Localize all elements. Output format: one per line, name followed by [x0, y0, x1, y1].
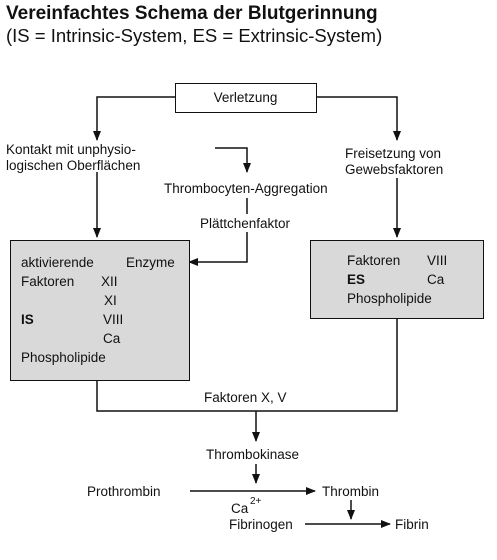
es-ca: Ca [427, 272, 445, 287]
thrombin-label: Thrombin [322, 484, 380, 499]
is-aktivierende: aktivierende [21, 255, 94, 270]
verletzung-label: Verletzung [213, 90, 278, 105]
is-ca: Ca [103, 331, 121, 346]
is-faktoren: Faktoren [21, 274, 75, 289]
plaettchenfaktor-label: Plättchenfaktor [200, 216, 291, 231]
arrow-verletzung-to-kontakt [93, 96, 175, 141]
is-factor-xii: XII [101, 274, 118, 289]
line-is-box-to-merge [96, 318, 398, 412]
fibrinogen-label: Fibrinogen [229, 517, 293, 532]
is-factor-viii: VIII [103, 312, 124, 327]
es-faktoren: Faktoren [347, 253, 401, 268]
arrow-verletzung-to-freisetzung [317, 96, 401, 141]
arrow-plaettchenfaktor-to-is-box [188, 232, 248, 266]
es-system-label: ES [347, 272, 366, 287]
is-factor-xi: XI [104, 293, 117, 308]
es-phospholipide: Phospholipide [347, 291, 432, 306]
faktoren-xv-label: Faktoren X, V [204, 390, 287, 405]
is-phospholipide: Phospholipide [21, 350, 106, 365]
fibrin-label: Fibrin [395, 517, 429, 532]
freisetzung-label-line1: Freisetzung von [345, 146, 442, 161]
es-factor-viii: VIII [427, 253, 448, 268]
calcium-label: Ca [231, 501, 249, 516]
arrow-kontakt-to-thrombocyten [215, 147, 251, 173]
thrombocyten-label: Thrombocyten-Aggregation [164, 181, 328, 196]
is-system-label: IS [21, 312, 34, 327]
is-box: aktivierende Enzyme Faktoren XII XI IS V… [10, 240, 190, 381]
kontakt-label-line1: Kontakt mit unphysio- [6, 142, 136, 157]
kontakt-label-line2: logischen Oberflächen [6, 158, 141, 173]
prothrombin-label: Prothrombin [87, 484, 161, 499]
calcium-superscript: 2+ [250, 496, 262, 507]
thrombokinase-label: Thrombokinase [206, 447, 300, 462]
is-enzyme: Enzyme [126, 255, 175, 270]
freisetzung-label-line2: Gewebsfaktoren [345, 162, 444, 177]
es-box: Faktoren VIII ES Ca Phospholipide [310, 240, 484, 319]
verletzung-box: Verletzung [175, 83, 317, 113]
diagram-subtitle: (IS = Intrinsic-System, ES = Extrinsic-S… [6, 25, 383, 46]
diagram-title: Vereinfachtes Schema der Blutgerinnung [6, 3, 378, 24]
